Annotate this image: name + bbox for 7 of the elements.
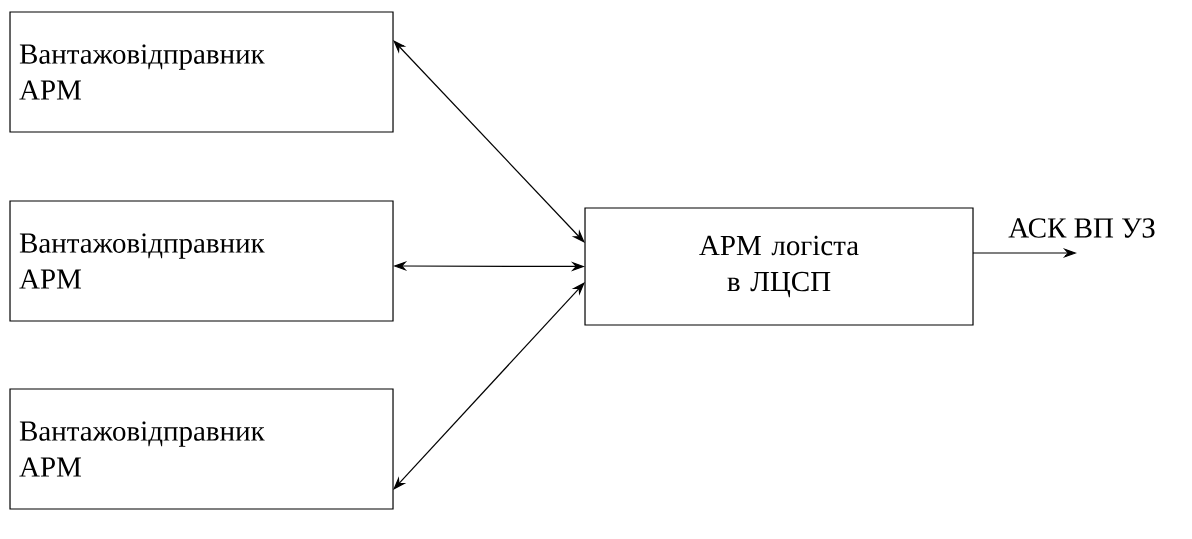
arrow [393,282,585,490]
edge-label: АСК ВП УЗ [1006,216,1158,240]
arrow [393,40,585,243]
process-box: Вантажовідправник АРМ [9,11,394,133]
process-box: АРМ логіста в ЛЦСП [584,207,974,326]
process-box: Вантажовідправник АРМ [9,388,394,510]
process-box: Вантажовідправник АРМ [9,200,394,322]
